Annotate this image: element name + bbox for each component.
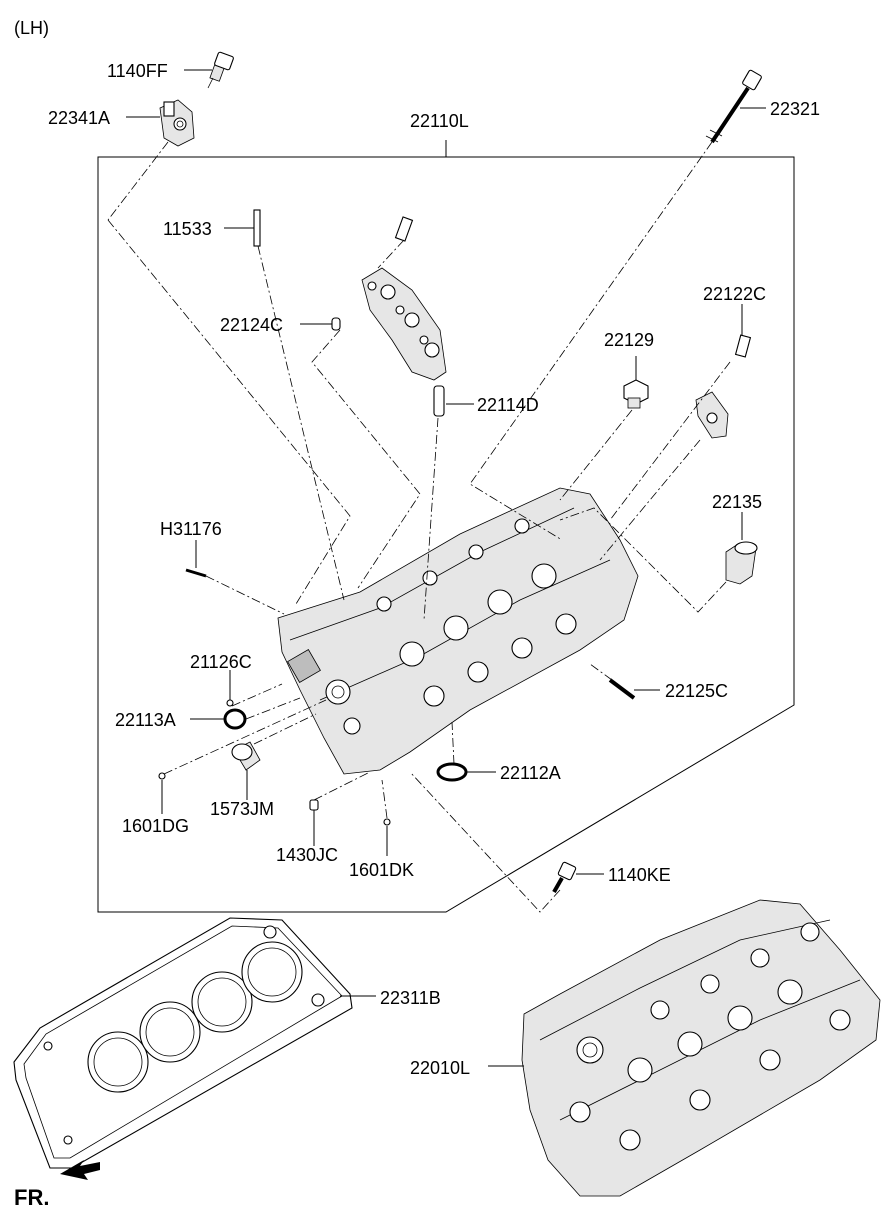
- bolt-1140ke-drawing: [552, 861, 577, 893]
- side-indicator: (LH): [14, 18, 49, 38]
- part-label-1601dk: 1601DK: [349, 860, 414, 880]
- plug-1601dg-drawing: [158, 772, 166, 780]
- bolt-22321-drawing: [705, 69, 762, 144]
- part-label-22114d: 22114D: [477, 395, 539, 415]
- assembly-frame: [97, 156, 795, 913]
- part-label-22311b: 22311B: [380, 988, 441, 1008]
- stud-22125c-drawing: [608, 678, 636, 700]
- part-label-1140ke: 1140KE: [608, 865, 671, 885]
- part-label-22113a: 22113A: [115, 710, 176, 730]
- bracket-22341a-drawing: [159, 99, 195, 147]
- leader-lines: [126, 69, 766, 1067]
- part-label-22124c: 22124C: [220, 315, 283, 335]
- part-label-22010l: 22010L: [410, 1058, 470, 1078]
- part-label-h31176: H31176: [160, 519, 222, 539]
- front-direction-label: FR.: [14, 1185, 49, 1210]
- cylinder-head-drawing: [277, 487, 639, 775]
- part-label-22122c: 22122C: [703, 284, 766, 304]
- nut-22129-drawing: [623, 379, 649, 409]
- part-label-1601dg: 1601DG: [122, 816, 189, 836]
- part-label-22112a: 22112A: [500, 763, 561, 783]
- part-label-22135: 22135: [712, 492, 762, 512]
- pin-h31176-drawing: [185, 568, 207, 578]
- assembly-dash-lines: [107, 141, 731, 913]
- plug-21126c-drawing: [226, 699, 234, 707]
- stud-11533-drawing: [253, 209, 261, 247]
- bracket-22122c-drawing: [695, 334, 752, 439]
- gasket-22311b-drawing: [13, 917, 353, 1169]
- part-label-1430jc: 1430JC: [276, 845, 338, 865]
- part-label-11533: 11533: [163, 219, 212, 239]
- front-direction-arrow: [60, 1160, 100, 1180]
- part-label-21126c: 21126C: [190, 652, 252, 672]
- part-label-22129: 22129: [604, 330, 654, 350]
- pin-1430jc-drawing: [309, 799, 319, 811]
- part-label-22321: 22321: [770, 99, 820, 119]
- cam-cap-drawing: [361, 216, 447, 381]
- ring-22112a-drawing: [436, 762, 468, 782]
- part-label-1140ff: 1140FF: [107, 61, 168, 81]
- ring-22113a-drawing: [223, 708, 247, 730]
- tube-22114d-drawing: [433, 385, 445, 417]
- dowel-22124c-drawing: [331, 317, 341, 331]
- part-label-22341a: 22341A: [48, 108, 110, 128]
- part-label-1573jm: 1573JM: [210, 799, 274, 819]
- part-label-22110l: 22110L: [410, 111, 469, 131]
- seal-1573jm-drawing: [231, 741, 261, 771]
- plug-1601dk-drawing: [383, 818, 391, 826]
- cylinder-head-complete-drawing: [521, 899, 881, 1197]
- part-labels: 1140FF 22341A 22110L 22321 11533 22124C …: [48, 61, 820, 1078]
- part-label-22125c: 22125C: [665, 681, 728, 701]
- sleeve-22135-drawing: [725, 541, 758, 585]
- bolt-1140ff-drawing: [207, 51, 234, 89]
